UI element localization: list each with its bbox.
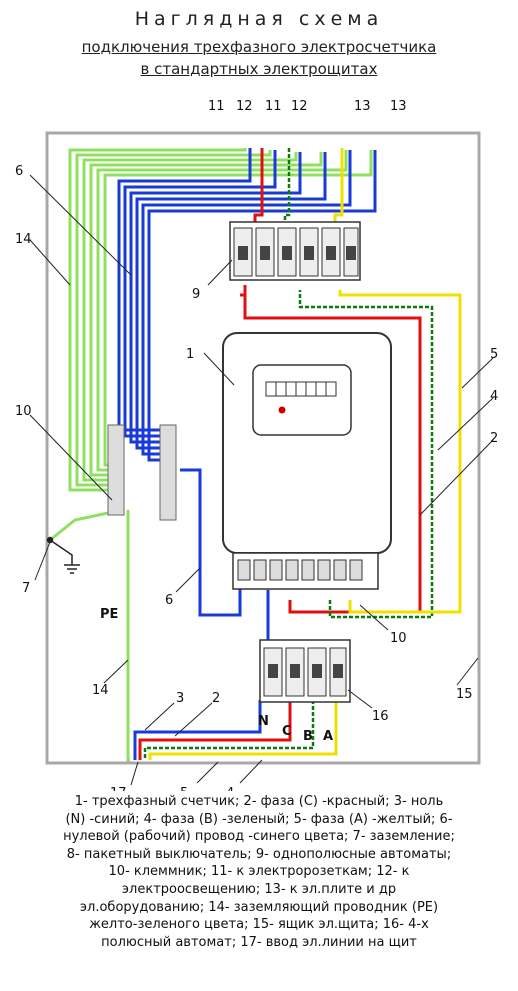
four-pole-breaker[interactable] xyxy=(259,639,351,703)
switchboard-box xyxy=(45,131,481,765)
legend: 1- трехфазный счетчик; 2- фаза (С) -крас… xyxy=(4,793,514,951)
label-13a: 13 xyxy=(354,99,371,114)
wiring-diagram: 11 12 11 12 13 13 6 14 9 1 5 4 2 10 7 PE… xyxy=(15,99,498,791)
phase-c-wires xyxy=(138,148,422,760)
legend-line: 10- клеммник; 11- к электророзеткам; 12-… xyxy=(108,864,410,880)
label-13b: 13 xyxy=(390,99,407,114)
label-1: 1 xyxy=(186,347,194,362)
phase-a-wires xyxy=(148,148,462,760)
label-2-bottom: 2 xyxy=(212,691,220,706)
label-7: 7 xyxy=(22,581,30,596)
label-15: 15 xyxy=(456,687,473,702)
breaker-label-b: B xyxy=(303,729,313,744)
neutral-terminal-block xyxy=(159,424,177,521)
label-3-bottom: 3 xyxy=(176,691,184,706)
neutral-wires xyxy=(117,148,377,760)
label-5-right: 5 xyxy=(490,347,498,362)
diagram-title: Наглядная схема xyxy=(134,8,384,30)
breaker-label-c: C xyxy=(282,724,292,739)
label-10-right: 10 xyxy=(390,631,407,646)
legend-line: нулевой (рабочий) провод -синего цвета; … xyxy=(63,829,455,845)
label-12b: 12 xyxy=(291,99,308,114)
ground-symbol-icon xyxy=(46,536,80,574)
label-5-bottom: 5 xyxy=(180,786,188,791)
label-12a: 12 xyxy=(236,99,253,114)
legend-line: (N) -синий; 4- фаза (В) -зеленый; 5- фаз… xyxy=(65,811,453,827)
ground-wires xyxy=(49,148,373,762)
ground-terminal-block xyxy=(107,424,125,516)
leader-lines xyxy=(29,174,494,786)
label-6-bottom: 6 xyxy=(165,593,173,608)
label-14-bottom: 14 xyxy=(92,683,109,698)
label-10-left: 10 xyxy=(15,404,32,419)
legend-line: полюсный автомат; 17- ввод эл.линии на щ… xyxy=(101,934,417,950)
label-16: 16 xyxy=(372,709,389,724)
label-11b: 11 xyxy=(265,99,282,114)
label-14-top: 14 xyxy=(15,232,32,247)
legend-line: эл.оборудованию; 14- заземляющий проводн… xyxy=(79,899,439,915)
legend-line: 8- пакетный выключатель; 9- однополюсные… xyxy=(66,846,452,862)
single-pole-breakers[interactable] xyxy=(229,221,361,281)
diagram-subtitle-line2: в стандартных электрощитах xyxy=(140,60,378,78)
diagram-subtitle-line1: подключения трехфазного электросчетчика xyxy=(81,38,437,56)
breaker-label-a: A xyxy=(323,729,333,744)
label-17: 17 xyxy=(110,786,127,791)
three-phase-meter xyxy=(222,332,392,590)
phase-b-wires xyxy=(143,148,434,760)
label-4-bottom: 4 xyxy=(226,786,234,791)
label-6-top: 6 xyxy=(15,164,23,179)
legend-line: желто-зеленого цвета; 15- ящик эл.щита; … xyxy=(89,917,429,933)
label-9: 9 xyxy=(192,287,200,302)
label-2-right: 2 xyxy=(490,431,498,446)
breaker-label-n: N xyxy=(258,714,269,729)
legend-line: электроосвещению; 13- к эл.плите и др xyxy=(121,881,397,897)
legend-line: 1- трехфазный счетчик; 2- фаза (С) -крас… xyxy=(74,794,444,809)
label-11a: 11 xyxy=(208,99,225,114)
label-4-right: 4 xyxy=(490,389,498,404)
label-pe: PE xyxy=(100,607,118,622)
